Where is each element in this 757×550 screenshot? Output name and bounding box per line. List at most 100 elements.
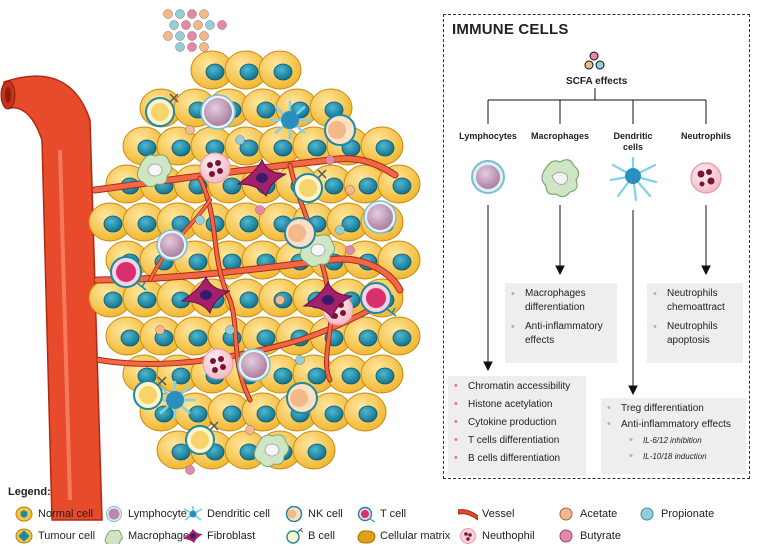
tumour-cell	[224, 126, 268, 166]
lymphocyte	[237, 348, 271, 382]
b-cell-icon	[286, 528, 304, 544]
scfa-molecule	[225, 325, 235, 335]
propionate-icon	[640, 507, 654, 521]
lymphocyte-icon	[471, 160, 505, 194]
macrophage-icon	[541, 159, 580, 198]
legend-label: Propionate	[661, 508, 715, 520]
scfa-molecule	[245, 425, 255, 435]
legend-label: B cell	[308, 530, 335, 542]
acetate-icon	[559, 507, 573, 521]
legend-label: Fibroblast	[207, 530, 256, 542]
lymphocyte	[200, 94, 236, 130]
t-cell-icon	[357, 506, 376, 522]
scfa-molecule	[345, 245, 355, 255]
immune-infiltrate	[110, 93, 397, 475]
legend-label: Cellular matrix	[380, 530, 451, 542]
macrophage	[254, 434, 290, 468]
legend-label: NK cell	[308, 508, 343, 520]
vessel	[0, 75, 103, 521]
b-cell	[133, 376, 167, 410]
effect-subitem: IL-6/12 inhibition	[607, 434, 740, 447]
neutrophil	[199, 152, 231, 184]
lymphocyte-effects-box: Chromatin accessibility Histone acetylat…	[448, 376, 586, 476]
nk-cell	[286, 382, 318, 414]
lymphocyte-icon	[106, 506, 122, 522]
vessel-icon	[458, 509, 478, 521]
scfa-effects-label: SCFA effects	[566, 76, 628, 87]
effect-item: Chromatin accessibility	[454, 380, 580, 393]
tumour-cell	[377, 316, 421, 356]
scfa-molecule	[187, 9, 197, 19]
neutrophil-icon	[460, 528, 476, 544]
cellular-matrix-icon	[357, 530, 376, 544]
legend-label: Neuthophil	[482, 530, 535, 542]
legend-label: Macrophage	[128, 530, 190, 542]
scfa-molecule	[193, 20, 203, 30]
tumour-cell	[207, 392, 251, 432]
fibroblast	[236, 158, 287, 198]
t-cell	[110, 256, 147, 291]
scfa-molecule	[169, 20, 179, 30]
nk-cell	[284, 217, 316, 249]
scfa-molecule	[205, 20, 215, 30]
scfa-molecule	[175, 31, 185, 41]
scfa-molecule	[187, 42, 197, 52]
scfa-molecule	[175, 9, 185, 19]
effect-item: Macrophages differentiation	[511, 287, 611, 315]
tumour-cell	[224, 50, 268, 90]
tumour-cell	[343, 392, 387, 432]
nk-cell	[324, 114, 356, 146]
tumour-cell	[292, 126, 336, 166]
scfa-molecule	[155, 325, 165, 335]
effect-item: Anti-inflammatory effects	[511, 320, 611, 348]
scfa-molecule	[199, 31, 209, 41]
scfa-molecule	[163, 9, 173, 19]
neutrophil-effects-box: Neutrophils chemoattract Neutrophils apo…	[647, 283, 743, 363]
effect-item: Neutrophils apoptosis	[653, 320, 737, 348]
tumour-cell	[88, 202, 132, 242]
effect-item: Histone acetylation	[454, 398, 580, 411]
tumour-cell	[190, 50, 234, 90]
tumour-cell	[122, 202, 166, 242]
effect-subitem: IL-10/18 induction	[607, 450, 740, 463]
dendritic-effects-box: Treg differentiation Anti-inflammatory e…	[601, 398, 746, 474]
b-cell	[145, 93, 179, 127]
tumour-cell	[292, 430, 336, 470]
scfa-molecule	[175, 42, 185, 52]
dendritic-cell-icon	[183, 506, 203, 521]
tumour-cell	[360, 126, 404, 166]
immune-cells-panel: IMMUNE CELLS	[443, 14, 750, 479]
butyrate-icon	[559, 529, 573, 543]
scfa-molecule	[275, 295, 285, 305]
column-label-macrophages: Macrophages	[530, 131, 590, 141]
normal-cell-icon	[15, 506, 33, 522]
effect-item: Cytokine production	[454, 416, 580, 429]
effect-item: Treg differentiation	[607, 402, 740, 415]
legend-label: Tumour cell	[38, 530, 96, 542]
panel-graphics	[483, 51, 711, 396]
scfa-molecule	[185, 125, 195, 135]
scfa-molecule	[295, 355, 305, 365]
neutrophil	[202, 348, 234, 380]
lymphocyte	[156, 229, 188, 261]
column-label-dendritic-cells: Dendritic cells	[613, 131, 653, 152]
scfa-molecule	[199, 9, 209, 19]
b-cell	[185, 421, 219, 455]
effect-item: B cells differentiation	[454, 452, 580, 465]
tumour-cell	[105, 316, 149, 356]
tumour-cell	[360, 354, 404, 394]
tumour-cell-icon	[15, 528, 33, 544]
tumour-cell	[343, 316, 387, 356]
butyrate-molecule	[589, 51, 599, 61]
scfa-molecule	[255, 205, 265, 215]
panel-title: IMMUNE CELLS	[452, 21, 569, 38]
dendritic-cell-icon	[609, 156, 658, 202]
scfa-molecule-cluster	[163, 9, 227, 52]
effect-item: Neutrophils chemoattract	[653, 287, 737, 315]
legend-label: Vessel	[482, 508, 515, 520]
scfa-molecule	[187, 31, 197, 41]
fibroblast	[302, 280, 353, 320]
scfa-molecule	[235, 135, 245, 145]
tumour-cell	[173, 316, 217, 356]
